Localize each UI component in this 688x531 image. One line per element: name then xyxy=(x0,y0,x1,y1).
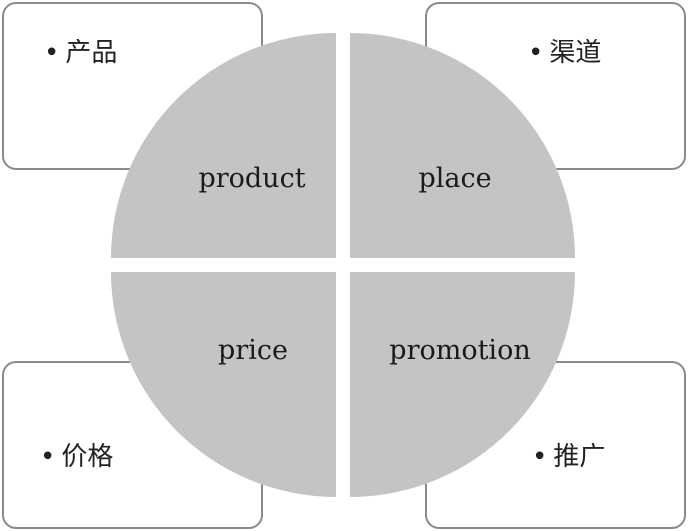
corner-label-product: •产品 xyxy=(44,40,117,66)
corner-label-promotion: •推广 xyxy=(532,444,605,470)
corner-label-price: •价格 xyxy=(40,444,113,470)
corner-text-product: 产品 xyxy=(65,38,118,68)
corner-text-price: 价格 xyxy=(61,442,114,472)
quadrant-promotion xyxy=(350,272,575,497)
quadrant-product xyxy=(111,33,336,258)
quadrant-label-promotion: promotion xyxy=(389,335,530,366)
bullet-icon: • xyxy=(44,38,60,68)
corner-label-place: •渠道 xyxy=(528,40,601,66)
corner-text-place: 渠道 xyxy=(549,38,602,68)
corner-text-promotion: 推广 xyxy=(553,442,606,472)
quadrant-place xyxy=(350,33,575,258)
quadrant-label-price: price xyxy=(218,335,288,366)
bullet-icon: • xyxy=(40,442,56,472)
bullet-icon: • xyxy=(528,38,544,68)
quadrant-price xyxy=(111,272,336,497)
quadrant-label-place: place xyxy=(418,163,491,194)
quadrant-label-product: product xyxy=(198,163,305,194)
bullet-icon: • xyxy=(532,442,548,472)
